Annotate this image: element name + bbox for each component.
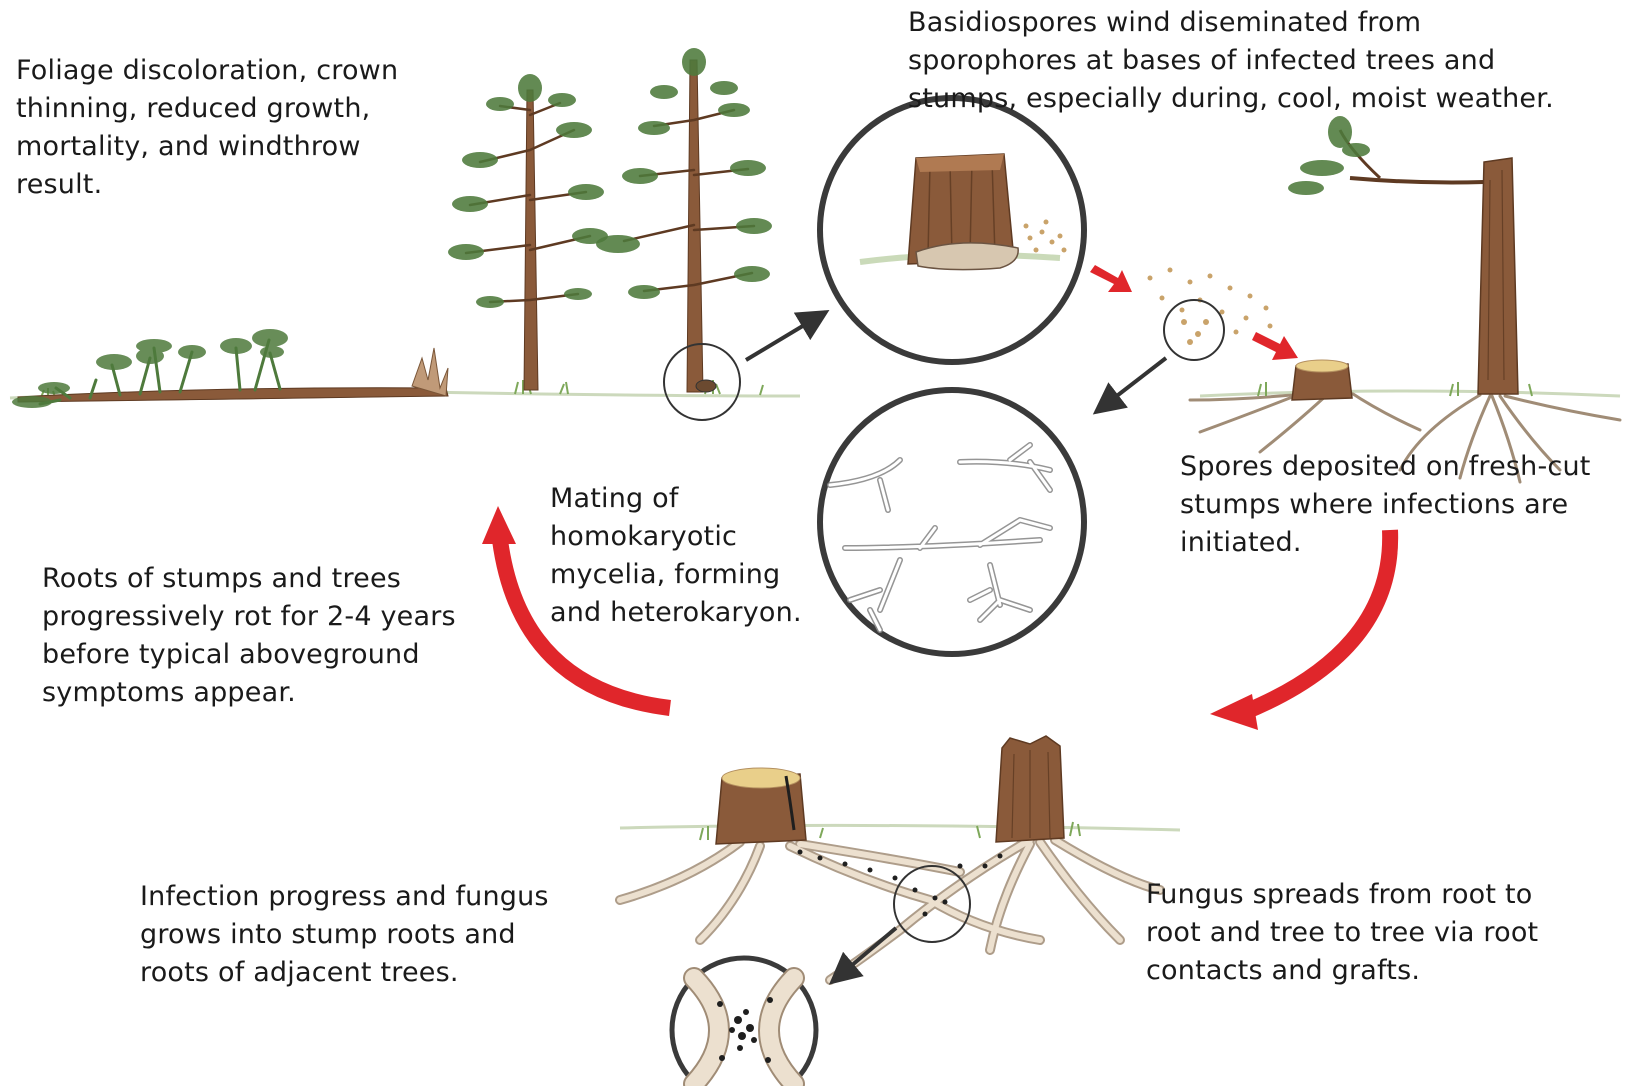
caption-infection-progress: Infection progress and fungus grows into… bbox=[140, 878, 590, 992]
fresh-cut-stump-scene bbox=[1190, 116, 1620, 482]
sporophore-magnifier bbox=[820, 98, 1084, 362]
mycelia-magnifier bbox=[820, 390, 1084, 654]
fallen-tree bbox=[12, 329, 448, 408]
caption-mycelia-mating: Mating of homokaryotic mycelia, forming … bbox=[550, 480, 850, 632]
caption-fungus-spread: Fungus spreads from root to root and tre… bbox=[1146, 876, 1606, 990]
caption-spores-deposited: Spores deposited on fresh-cut stumps whe… bbox=[1180, 448, 1620, 562]
pine-tree bbox=[448, 74, 608, 390]
caption-root-rot: Roots of stumps and trees progressively … bbox=[42, 560, 512, 712]
caption-foliage-symptoms: Foliage discoloration, crown thinning, r… bbox=[16, 52, 446, 204]
pointer-arrow bbox=[832, 928, 896, 982]
broken-tree bbox=[1478, 158, 1518, 394]
sporophore bbox=[916, 243, 1018, 270]
pointer-arrow bbox=[1096, 358, 1166, 412]
caption-basidiospores: Basidiospores wind diseminated from spor… bbox=[908, 4, 1608, 118]
red-arrow bbox=[1252, 332, 1298, 360]
red-arrow bbox=[1090, 265, 1132, 292]
graft-detail-magnifier bbox=[672, 958, 816, 1086]
pine-tree bbox=[596, 48, 772, 392]
root-graft-scene bbox=[620, 736, 1180, 982]
pointer-arrow bbox=[746, 312, 826, 360]
spore-magnifier bbox=[1164, 300, 1224, 360]
